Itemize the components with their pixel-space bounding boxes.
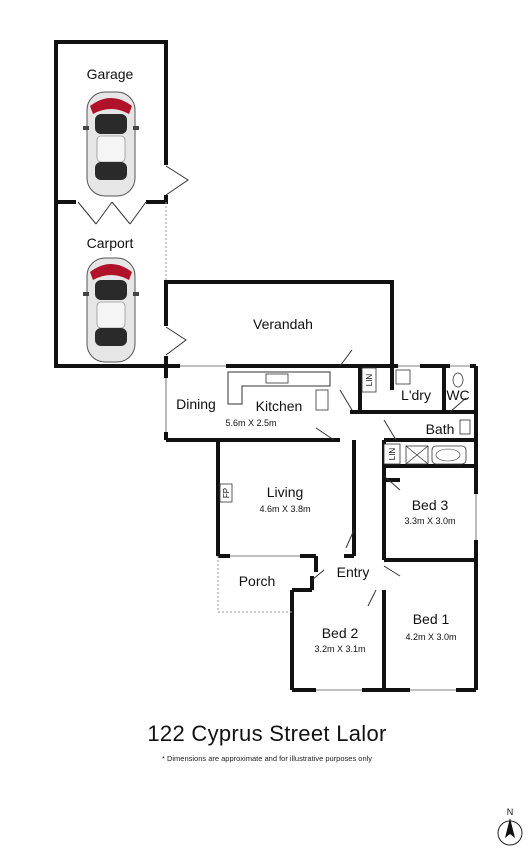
entry-label: Entry bbox=[337, 564, 370, 580]
rear-door-swing bbox=[339, 349, 353, 367]
garage-label: Garage bbox=[87, 66, 134, 82]
laundry-tub-icon bbox=[395, 369, 411, 385]
bathtub-icon bbox=[431, 445, 467, 465]
bed1-dimensions: 4.2m X 3.0m bbox=[405, 632, 456, 642]
bath-label: Bath bbox=[426, 421, 455, 437]
kitchen-dimensions: 5.6m X 2.5m bbox=[225, 418, 276, 428]
living-dimensions: 4.6m X 3.8m bbox=[259, 504, 310, 514]
bed2-label: Bed 2 bbox=[322, 625, 359, 641]
ldry-door-swing bbox=[339, 389, 353, 411]
verandah-door-swing bbox=[165, 326, 187, 356]
garage-side-door-swing bbox=[165, 165, 189, 196]
doors bbox=[311, 349, 467, 607]
fireplace-label: FP bbox=[222, 488, 231, 498]
dining-label: Dining bbox=[176, 396, 216, 412]
porch-outline bbox=[217, 556, 292, 613]
kitchen-bench bbox=[227, 371, 331, 411]
plan-disclaimer: * Dimensions are approximate and for ill… bbox=[162, 754, 372, 763]
porch-label: Porch bbox=[239, 573, 276, 589]
wc-door-swing bbox=[449, 397, 467, 413]
bed3-door-swing bbox=[383, 475, 401, 491]
compass-letter: N bbox=[507, 807, 514, 817]
shower-cross bbox=[405, 445, 429, 465]
garage-carport-structure bbox=[54, 40, 189, 368]
linen-cupboard-2 bbox=[383, 443, 401, 465]
verandah-label: Verandah bbox=[253, 316, 313, 332]
bed3-dimensions: 3.3m X 3.0m bbox=[404, 516, 455, 526]
carport-left-wall bbox=[54, 202, 166, 368]
fireplace-icon bbox=[219, 483, 233, 503]
sink-icon bbox=[265, 373, 289, 384]
compass-icon: N bbox=[497, 807, 523, 846]
bed1-label: Bed 1 bbox=[413, 611, 450, 627]
car-icon bbox=[83, 257, 139, 363]
kitchen-label: Kitchen bbox=[256, 398, 303, 414]
linen-cupboard-1 bbox=[361, 367, 377, 393]
wc-label: WC bbox=[446, 387, 469, 403]
entry-door-swing bbox=[311, 569, 325, 581]
living-door-swing bbox=[345, 529, 355, 549]
bed1-door-swing bbox=[383, 565, 401, 577]
living-label: Living bbox=[267, 484, 304, 500]
stove-icon bbox=[315, 389, 329, 411]
bed2-dimensions: 3.2m X 3.1m bbox=[314, 644, 365, 654]
bed3-label: Bed 3 bbox=[412, 497, 449, 513]
garage-door-swing bbox=[77, 201, 147, 225]
toilet-icon bbox=[452, 372, 464, 388]
car-icon bbox=[83, 91, 139, 197]
linen-label-1: LIN bbox=[365, 374, 374, 387]
verandah-structure bbox=[163, 280, 394, 366]
linen-label-2: LIN bbox=[388, 448, 397, 461]
plan-title: 122 Cyprus Street Lalor bbox=[147, 721, 386, 746]
carport-label: Carport bbox=[87, 235, 134, 251]
kitchen-door-swing bbox=[315, 427, 335, 441]
laundry-label: L'dry bbox=[401, 387, 431, 403]
windows bbox=[163, 363, 479, 693]
bed2-door-swing bbox=[367, 589, 377, 607]
bath-door-swing bbox=[383, 419, 397, 441]
basin-icon bbox=[459, 419, 471, 435]
